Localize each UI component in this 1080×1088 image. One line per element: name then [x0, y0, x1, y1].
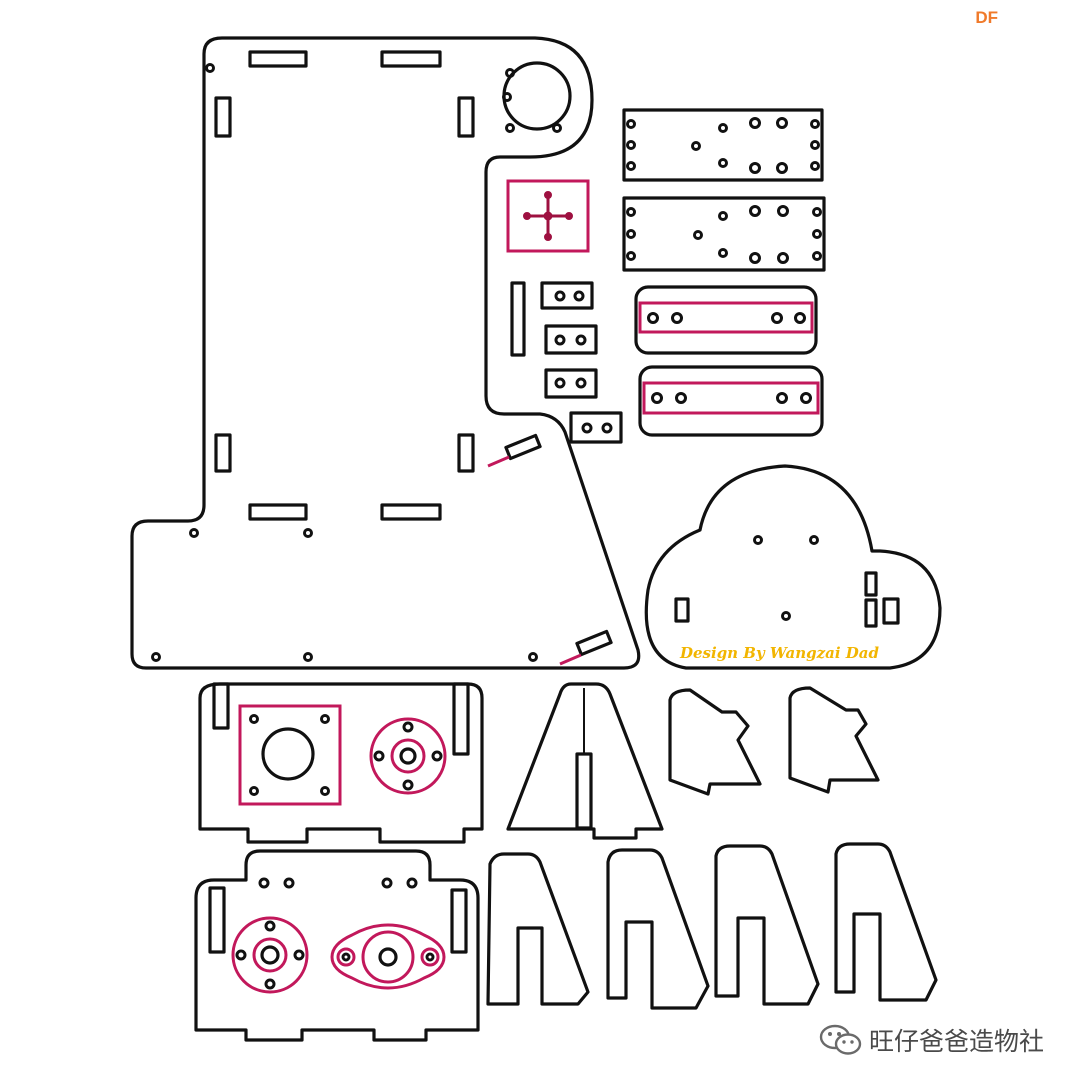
red-mark [559, 653, 582, 666]
cloud-plate: Design By Wangzai Dad [644, 464, 942, 670]
leg-part [834, 842, 938, 1002]
slot [214, 433, 232, 473]
slot [882, 597, 900, 625]
slot [674, 597, 690, 623]
screw-hole [502, 92, 512, 102]
servo-horn-engraving-icon [369, 717, 447, 795]
spacer-plate [544, 324, 598, 355]
servo-mount-plate [622, 108, 824, 182]
slot [575, 752, 593, 830]
slot [214, 96, 232, 138]
account-name: 旺仔爸爸造物社 [868, 1027, 1044, 1056]
screw-hole [528, 652, 538, 662]
slot [248, 503, 308, 521]
slot [510, 281, 526, 357]
designer-signature: Design By Wangzai Dad [679, 644, 879, 662]
main-base-plate-outline [130, 36, 641, 670]
motor-engraving-icon [330, 923, 446, 990]
screw-hole [189, 528, 199, 538]
footer-account-mark: 旺仔爸爸造物社 [819, 1022, 1044, 1058]
angled-slot [575, 629, 613, 657]
spacer-plate [544, 368, 598, 399]
spacer-plate [540, 281, 594, 310]
angled-slot [504, 433, 542, 461]
slot [457, 433, 475, 473]
servo-mount-plate [622, 196, 826, 272]
cloud-plate-outline [644, 464, 942, 670]
slot [380, 503, 442, 521]
horn-bar [638, 365, 824, 437]
camera-lens-opening [261, 727, 315, 781]
screw-hole [552, 123, 562, 133]
engrave-square [506, 179, 590, 253]
slot [457, 96, 475, 138]
claw-part [788, 686, 880, 794]
slot [212, 682, 230, 730]
spacer-plate [569, 411, 623, 444]
slot [380, 50, 442, 68]
screw-hole [303, 652, 313, 662]
leg-part [486, 852, 590, 1006]
watermark-logo: DF [975, 8, 998, 27]
main-base-plate [130, 36, 641, 670]
claw-part [668, 688, 762, 796]
slot [864, 571, 878, 597]
front-panel [198, 682, 484, 844]
leg-part [714, 844, 820, 1006]
cross-engraving-icon [523, 191, 573, 241]
screw-hole [151, 652, 161, 662]
slot [864, 598, 878, 628]
slot [452, 682, 470, 756]
screw-hole [505, 68, 515, 78]
servo-horn-engraving-icon [231, 916, 309, 994]
red-mark [487, 455, 510, 468]
horn-bar [634, 285, 818, 355]
triangle-support [506, 682, 664, 840]
screw-hole [205, 63, 215, 73]
slot [450, 888, 468, 954]
screw-hole [505, 123, 515, 133]
wechat-icon [819, 1024, 862, 1055]
slot [248, 50, 308, 68]
slot [208, 886, 226, 954]
leg-part [606, 848, 710, 1010]
rear-panel [194, 849, 480, 1042]
camera-engrave-frame [238, 704, 342, 806]
screw-hole [303, 528, 313, 538]
